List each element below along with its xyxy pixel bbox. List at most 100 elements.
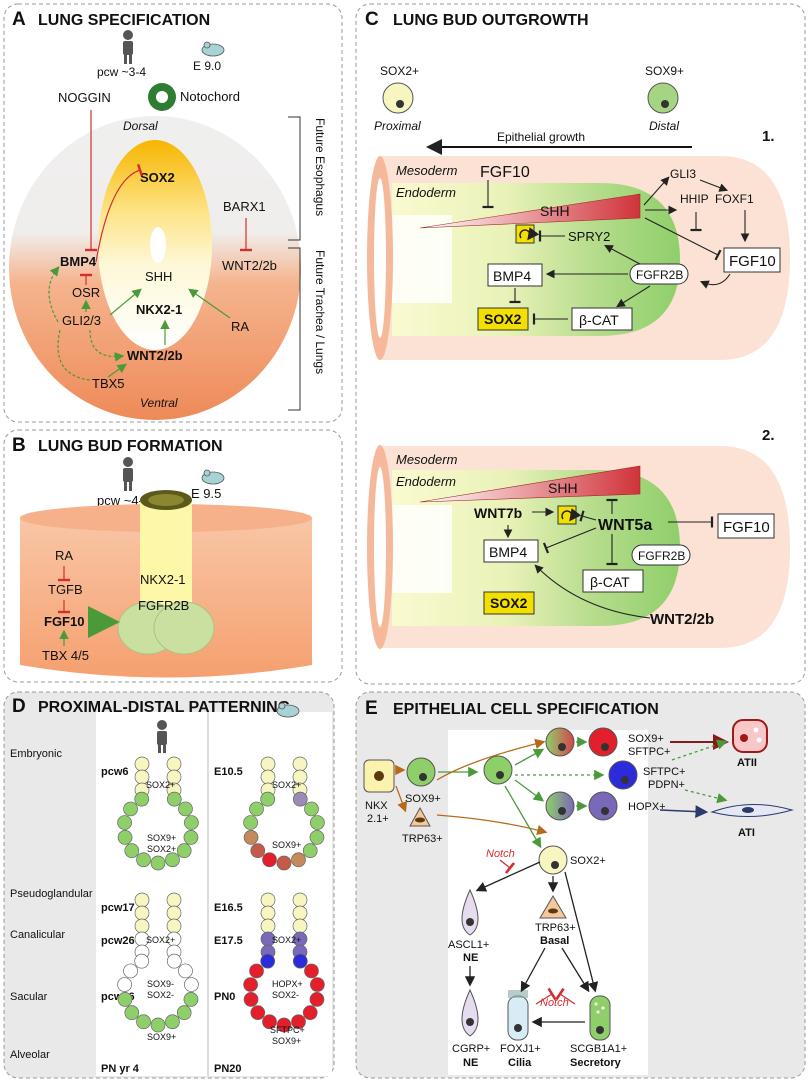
notochord-icon	[148, 83, 176, 111]
ventral-label: Ventral	[140, 396, 178, 410]
bud-cell	[150, 1017, 166, 1033]
bud-cell	[309, 992, 325, 1007]
bud-cell	[250, 843, 266, 858]
ra-label: RA	[231, 319, 249, 334]
bud-cell	[150, 855, 166, 871]
bud-cell	[260, 905, 276, 921]
bud-cell	[117, 815, 132, 830]
sftpc-pdpn-cell	[608, 760, 638, 790]
ne-label: NE	[463, 952, 478, 964]
ascl1-label: ASCL1+	[448, 939, 489, 951]
bud-cell	[243, 977, 258, 992]
mouse-time-4: PN20	[214, 1063, 242, 1075]
step-1-label: 1.	[762, 128, 775, 145]
hopx-label: HOPX+	[628, 801, 666, 813]
svg-text:β-CAT: β-CAT	[579, 312, 619, 328]
m1-sox9: SOX9+	[272, 840, 301, 850]
human-icon	[123, 457, 133, 491]
tube-1-cut-inner	[374, 178, 386, 338]
tube-lumen	[148, 494, 184, 506]
secretory-label: Secretory	[570, 1057, 622, 1069]
bud-cell	[123, 963, 138, 979]
human-time-1: pcw17	[101, 902, 135, 914]
panel-b-title: LUNG BUD FORMATION	[38, 438, 223, 455]
bud-cell	[134, 892, 150, 908]
h1-sox2: SOX2+	[146, 780, 175, 790]
panel-a: A LUNG SPECIFICATION pcw ~3-4 E 9.0 Noto…	[3, 3, 343, 423]
basal-cell	[539, 895, 567, 919]
bud-cell	[134, 918, 150, 934]
sox2-plus-label: SOX2+	[380, 64, 419, 78]
sftpc-pdpn-label-2: PDPN+	[648, 779, 685, 791]
shh-gradient-2	[419, 465, 641, 503]
sox9-label: SOX9+	[405, 793, 441, 805]
ra-label: RA	[55, 548, 73, 563]
bmp4-box-2: BMP4	[483, 539, 539, 563]
shh-label-1: SHH	[540, 203, 570, 219]
bmp4-box: BMP4	[487, 263, 543, 287]
human-time-4: PN yr 4	[101, 1063, 140, 1075]
cilia-label: Cilia	[508, 1057, 532, 1069]
mouse-time-2: E17.5	[214, 935, 243, 947]
h2-sox9m: SOX9-	[147, 979, 174, 989]
fgf10-top-label: FGF10	[480, 164, 530, 181]
mouse-stage: E 9.0	[193, 59, 221, 73]
bud-cell	[304, 801, 319, 817]
sox2-cell-icon	[382, 82, 414, 114]
mouse-time-3: PN0	[214, 991, 235, 1003]
panel-a-letter: A	[12, 9, 26, 30]
autoregulation-icon-2	[557, 505, 582, 525]
stage-1: Pseudoglandular	[10, 888, 93, 900]
human-icon	[123, 30, 133, 64]
wnt5a-label: WNT5a	[598, 517, 652, 534]
ne2-label: NE	[463, 1057, 478, 1069]
bcat-box-2: β-CAT	[582, 569, 644, 593]
lumen-2	[392, 505, 452, 593]
ati-cell	[710, 804, 794, 817]
proximal-label: Proximal	[374, 119, 421, 133]
bud-cell	[184, 977, 199, 992]
bud-cell	[134, 905, 150, 921]
human-time-0: pcw6	[101, 766, 129, 778]
mouse-time-0: E10.5	[214, 766, 243, 778]
nkx21-label: NKX2-1	[136, 302, 182, 317]
bud-cell	[243, 830, 259, 845]
h2-sox2: SOX2+	[146, 935, 175, 945]
sox9-sftpc-label-2: SFTPC+	[628, 746, 670, 758]
human-stage: pcw ~4-6	[97, 493, 150, 508]
ascl1-cell	[461, 888, 479, 936]
bud-cell	[176, 1005, 192, 1020]
cgrp-label: CGRP+	[452, 1043, 490, 1055]
lumen-1	[392, 215, 452, 303]
noggin-label: NOGGIN	[58, 90, 111, 105]
fgf10-label: FGF10	[44, 614, 84, 629]
stage-3: Sacular	[10, 991, 48, 1003]
mesoderm-label-2: Mesoderm	[396, 452, 458, 467]
nkx2-label: 2.1+	[367, 813, 389, 825]
tube-2-cut-inner	[374, 467, 386, 627]
nkx-cell	[363, 759, 395, 793]
bud-cell	[262, 852, 277, 868]
tgfb-label: TGFB	[48, 582, 83, 597]
sox9-cell	[406, 757, 436, 787]
mouse-icon	[201, 469, 225, 485]
bud-cell	[123, 801, 138, 817]
bud-cell	[176, 843, 192, 858]
panel-c: C LUNG BUD OUTGROWTH SOX2+ SOX9+ Proxima…	[355, 3, 806, 685]
panel-c-arrows-2	[503, 498, 714, 619]
sox9-cell-2	[483, 755, 513, 785]
bud-cell	[166, 791, 182, 807]
endoderm-label-1: Endoderm	[396, 185, 456, 200]
trp63-label: TRP63+	[402, 833, 443, 845]
bud-cell	[134, 756, 150, 772]
hopx-cell	[588, 791, 618, 821]
m2-sox2m: SOX2-	[272, 990, 299, 1000]
human-stage: pcw ~3-4	[97, 65, 146, 79]
bud-cell	[260, 918, 276, 934]
cgrp-cell	[461, 988, 479, 1037]
panel-e-title: EPITHELIAL CELL SPECIFICATION	[393, 701, 659, 718]
fgf10-box: FGF10	[723, 247, 781, 273]
bud-cell	[166, 918, 182, 934]
dorsal-label: Dorsal	[123, 119, 158, 133]
stage-2: Canalicular	[10, 929, 65, 941]
